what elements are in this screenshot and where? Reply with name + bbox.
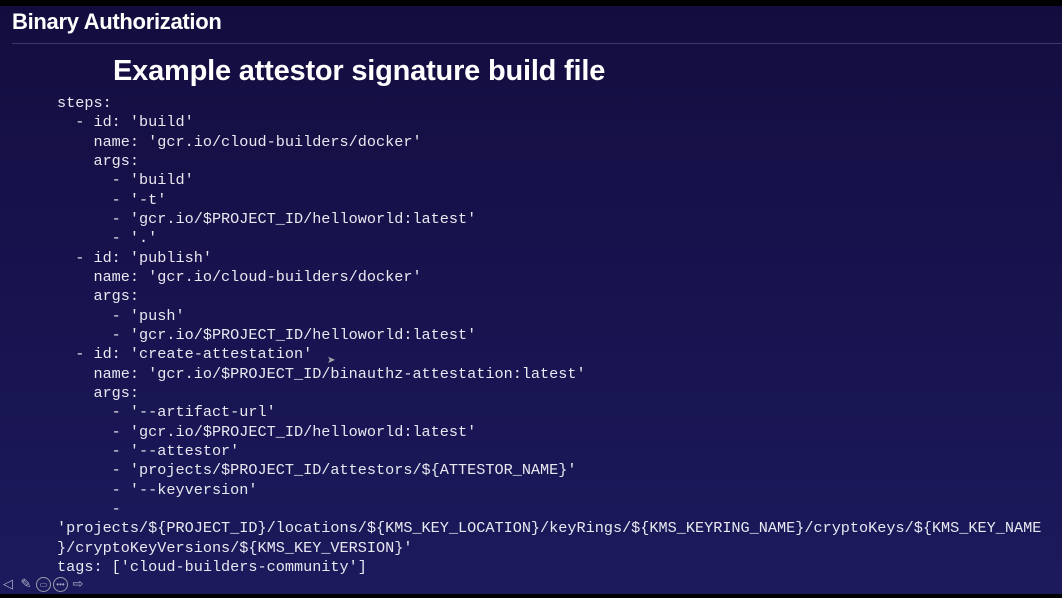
previous-icon[interactable]: ◁	[3, 576, 13, 591]
code-line: - 'gcr.io/$PROJECT_ID/helloworld:latest'	[57, 209, 477, 228]
mouse-cursor-icon: ➤	[327, 355, 336, 366]
code-line: - 'push'	[57, 306, 185, 325]
code-line: - 'build'	[57, 171, 194, 190]
header-title: Binary Authorization	[12, 9, 222, 34]
code-line: - '--attestor'	[57, 441, 240, 460]
divider	[12, 43, 1062, 44]
more-icon[interactable]: •••	[53, 576, 68, 592]
code-line: - id: 'publish'	[57, 248, 212, 267]
code-line: name: 'gcr.io/cloud-builders/docker'	[57, 132, 422, 151]
code-line: name: 'gcr.io/$PROJECT_ID/binauthz-attes…	[57, 364, 586, 383]
zoom-icon[interactable]: ▭	[36, 576, 51, 592]
code-block: steps: - id: 'build' name: 'gcr.io/cloud…	[57, 94, 1041, 577]
code-line: name: 'gcr.io/cloud-builders/docker'	[57, 267, 422, 286]
slide: Binary Authorization Example attestor si…	[0, 6, 1062, 594]
code-line: - 'gcr.io/$PROJECT_ID/helloworld:latest'	[57, 422, 477, 441]
code-line: - id: 'build'	[57, 113, 194, 132]
code-line: - '-t'	[57, 190, 167, 209]
code-line: -	[57, 499, 121, 518]
code-line: - 'gcr.io/$PROJECT_ID/helloworld:latest'	[57, 325, 477, 344]
code-line: - '--keyversion'	[57, 480, 258, 499]
presentation-toolbar: ◁ ✎ ▭ ••• ⇨	[0, 576, 86, 592]
code-line: - '.'	[57, 229, 158, 248]
pen-icon[interactable]: ✎	[20, 576, 32, 591]
code-line: steps:	[57, 94, 112, 112]
code-line: - id: 'create-attestation'	[57, 345, 313, 364]
next-icon[interactable]: ⇨	[72, 576, 84, 591]
code-line: }/cryptoKeyVersions/${KMS_KEY_VERSION}'	[57, 538, 413, 557]
code-line: tags: ['cloud-builders-community']	[57, 557, 367, 576]
code-line: args:	[57, 383, 140, 402]
code-line: args:	[57, 151, 140, 170]
code-line: 'projects/${PROJECT_ID}/locations/${KMS_…	[57, 519, 1042, 538]
code-line: - 'projects/$PROJECT_ID/attestors/${ATTE…	[57, 461, 577, 480]
slide-title: Example attestor signature build file	[113, 55, 606, 87]
code-line: - '--artifact-url'	[57, 403, 276, 422]
code-line: args:	[57, 287, 140, 306]
